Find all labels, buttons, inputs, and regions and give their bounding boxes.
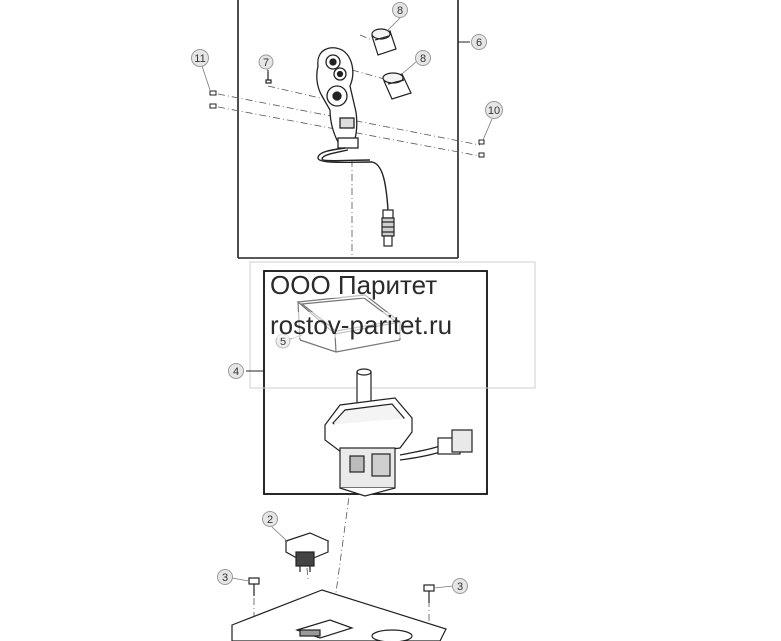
callout-label: 8 (397, 5, 403, 17)
callout-7: 7 (258, 54, 274, 73)
watermark-company: ООО Паритет (270, 270, 438, 300)
rocker-switch (284, 532, 330, 572)
callout-3-left: 3 (217, 569, 250, 585)
callout-8-lower: 8 (401, 50, 431, 75)
callout-label: 3 (457, 581, 463, 593)
callout-8-upper: 8 (387, 2, 408, 31)
callout-11: 11 (191, 49, 211, 91)
callout-2: 2 (262, 511, 289, 543)
watermark-site: rostov-paritet.ru (270, 310, 453, 340)
callout-group: 8 8 6 7 11 10 5 (191, 2, 503, 594)
knob-lower (382, 72, 412, 100)
callout-label: 10 (488, 105, 500, 117)
bolt-right (423, 584, 435, 603)
callout-label: 7 (263, 57, 269, 69)
screws-11 (209, 90, 217, 109)
callout-label: 11 (194, 53, 205, 65)
callout-label: 8 (420, 53, 426, 65)
screws-10 (478, 139, 485, 158)
screw-7 (265, 70, 272, 84)
callout-6: 6 (471, 34, 487, 50)
joystick-base (324, 368, 473, 497)
knob-upper (371, 28, 397, 56)
callout-label: 5 (280, 336, 286, 348)
joystick-handle (316, 47, 359, 149)
bolt-left (248, 577, 260, 596)
callout-10: 10 (482, 101, 503, 141)
callout-3-right: 3 (433, 578, 468, 594)
handle-cable (317, 147, 389, 211)
callout-label: 3 (222, 572, 228, 584)
callout-label: 2 (267, 514, 273, 526)
upper-assembly-frame (237, 0, 470, 259)
callout-label: 6 (476, 37, 482, 49)
cable-connector (381, 209, 395, 247)
callout-label: 4 (233, 366, 239, 378)
callout-4: 4 (228, 363, 244, 379)
mounting-plate (231, 589, 447, 641)
lower-assembly-frame (246, 261, 536, 495)
